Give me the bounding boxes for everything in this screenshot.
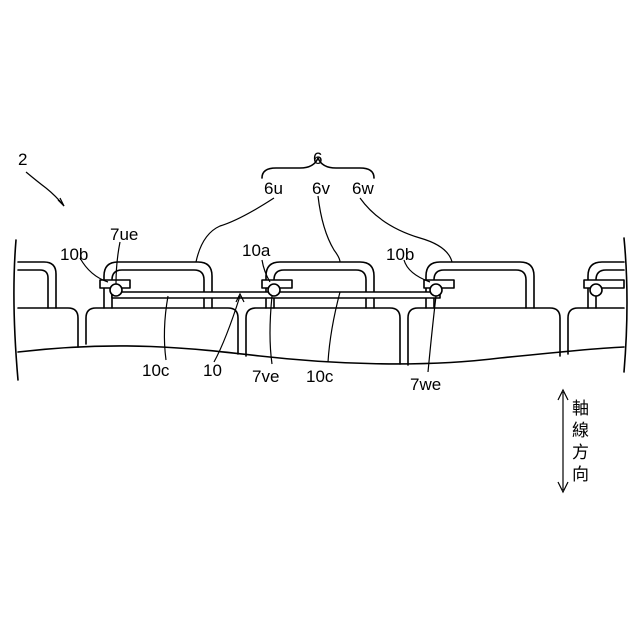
axial-direction-label: 軸 線 方 向 [572,399,589,485]
label-6w: 6w [352,179,374,198]
stator-core [14,238,627,380]
label-10b-left: 10b [60,245,88,264]
axis-char-3: 方 [572,443,589,463]
label-6v: 6v [312,179,330,198]
coil-end-7we [430,284,442,296]
axis-char-4: 向 [572,465,589,485]
label-7ue: 7ue [110,225,138,244]
label-7ve: 7ve [252,367,279,386]
label-10c-left: 10c [142,361,170,380]
axial-direction-arrow [558,390,568,492]
label-10a: 10a [242,241,271,260]
label-10: 10 [203,361,222,380]
label-6: 6 [313,149,322,168]
label-6u: 6u [264,179,283,198]
busbar-10 [100,280,624,298]
leader-lines [26,172,452,372]
label-7we: 7we [410,375,441,394]
axis-char-1: 軸 [572,399,589,419]
label-10c-right: 10c [306,367,334,386]
label-2: 2 [18,150,27,169]
coil-end-7ue [110,284,122,296]
axis-char-2: 線 [572,421,589,441]
label-10b-right: 10b [386,245,414,264]
coil-end-7ve [268,284,280,296]
